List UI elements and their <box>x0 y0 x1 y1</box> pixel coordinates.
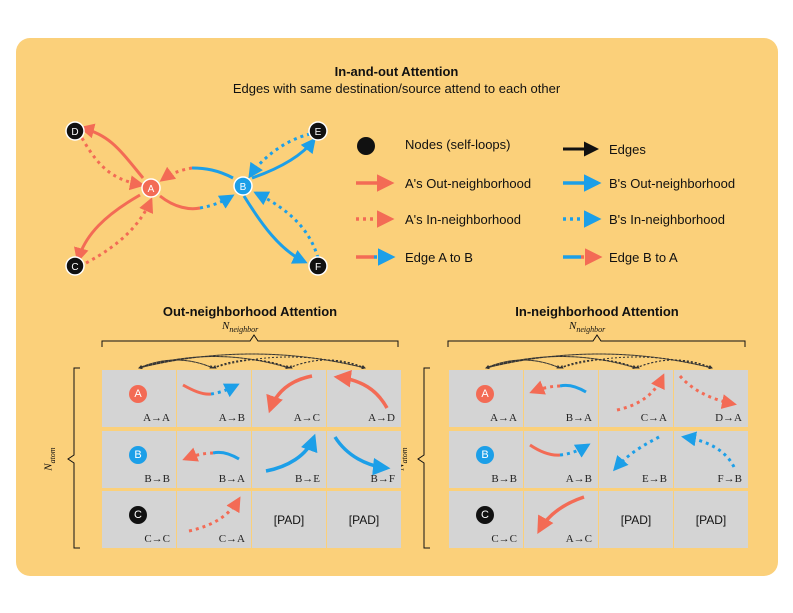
node-a: A <box>141 178 161 198</box>
legend-nodes-label: Nodes (self-loops) <box>405 137 511 152</box>
in-section-title: In-neighborhood Attention <box>515 304 679 319</box>
out-cell-a-a: A A→A <box>102 370 176 427</box>
node-d: D <box>65 121 85 141</box>
legend-a-in-label: A's In-neighborhood <box>405 212 521 227</box>
edge-a-to-b-blue <box>199 194 235 210</box>
out-cell-c-c: C C→C <box>102 491 176 548</box>
out-cell-b-f: B→F <box>327 431 401 488</box>
out-cell-b-b: B B→B <box>102 431 176 488</box>
edge-b-to-a-blue <box>191 166 234 180</box>
in-cell-b-b: B B→B <box>449 431 523 488</box>
in-cell-b-a: B→A <box>524 370 598 427</box>
node-b: B <box>233 176 253 196</box>
legend-b-in-label: B's In-neighborhood <box>609 212 725 227</box>
out-neighbor-brace <box>101 334 399 347</box>
in-cell-f-b: F→B <box>674 431 748 488</box>
out-cell-pad-2: [PAD] <box>327 491 401 548</box>
figure-title: In-and-out Attention <box>334 64 459 79</box>
out-cell-b-a: B→A <box>177 431 251 488</box>
out-cell-pad-1: [PAD] <box>252 491 326 548</box>
out-section-title: Out-neighborhood Attention <box>162 304 338 319</box>
edge-f-to-b <box>253 191 320 259</box>
edge-b-to-a-red <box>159 166 193 182</box>
legend-edges-label: Edges <box>609 142 646 157</box>
legend-a-out-label: A's Out-neighborhood <box>405 176 532 191</box>
edge-a-to-d <box>79 123 145 179</box>
edge-a-to-c <box>74 193 141 263</box>
out-cell-a-c: A→C <box>252 370 326 427</box>
out-cell-b-e: B→E <box>252 431 326 488</box>
out-cell-c-a: C→A <box>177 491 251 548</box>
node-a-badge: A <box>129 385 147 403</box>
out-cell-a-b: A→B <box>177 370 251 427</box>
in-cell-d-a: D→A <box>674 370 748 427</box>
node-c: C <box>65 256 85 276</box>
figure-subtitle: Edges with same destination/source atten… <box>232 81 561 96</box>
in-neighbor-brace <box>447 334 746 347</box>
svg-text:D: D <box>71 127 78 138</box>
in-cell-a-c: A→C <box>524 491 598 548</box>
legend-node-symbol <box>357 137 375 155</box>
legend-b-out-label: B's Out-neighborhood <box>609 176 736 191</box>
in-cell-a-b: A→B <box>524 431 598 488</box>
legend-a-to-b-label: Edge A to B <box>405 250 473 265</box>
in-cell-a-a: A A→A <box>449 370 523 427</box>
out-atom-brace <box>67 367 80 549</box>
in-atom-brace <box>417 367 430 549</box>
svg-text:A: A <box>148 184 155 195</box>
node-b-badge: B <box>476 446 494 464</box>
svg-text:F: F <box>315 262 321 273</box>
node-f: F <box>308 256 328 276</box>
in-cell-e-b: E→B <box>599 431 673 488</box>
in-neighbor-axis-label: Nneighbor <box>569 320 606 335</box>
in-cell-c-a: C→A <box>599 370 673 427</box>
edge-b-to-f <box>242 195 308 264</box>
in-attention-arcs <box>485 353 713 370</box>
out-attention-arcs <box>138 353 366 370</box>
out-atom-axis-label: Natom <box>42 447 57 471</box>
in-cell-pad-2: [PAD] <box>674 491 748 548</box>
out-cell-a-d: A→D <box>327 370 401 427</box>
legend-b-to-a-label: Edge B to A <box>609 250 678 265</box>
edge-d-to-a <box>80 137 145 191</box>
edge-c-to-a <box>85 197 154 265</box>
in-cell-c-c: C C→C <box>449 491 523 548</box>
out-neighbor-axis-label: Nneighbor <box>222 320 259 335</box>
node-c-badge: C <box>129 506 147 524</box>
edge-e-to-b <box>248 132 311 179</box>
svg-text:B: B <box>240 182 247 193</box>
node-b-badge: B <box>129 446 147 464</box>
svg-text:C: C <box>71 262 78 273</box>
edge-a-to-b-red <box>159 194 201 211</box>
svg-text:E: E <box>315 127 322 138</box>
in-cell-pad-1: [PAD] <box>599 491 673 548</box>
node-c-badge: C <box>476 506 494 524</box>
node-a-badge: A <box>476 385 494 403</box>
node-e: E <box>308 121 328 141</box>
